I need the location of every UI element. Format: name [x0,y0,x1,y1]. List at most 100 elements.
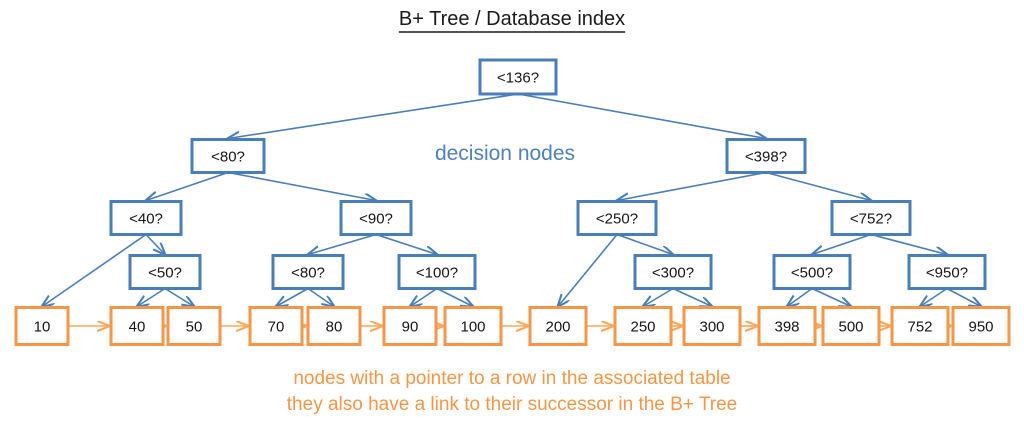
leaf-node-label: 40 [129,319,146,336]
decision-node-label: <250? [596,211,638,228]
tree-edge-100-to-100 [436,287,473,307]
leaf-node-box [613,306,673,346]
leaf-node-300[interactable]: 300 [682,306,742,346]
leaf-node-label: 50 [186,319,203,336]
tree-edge-80-to-80 [307,287,334,307]
leaf-node-label: 950 [968,319,993,336]
tree-edges-layer [42,93,981,307]
leaf-node-10[interactable]: 10 [14,306,70,346]
leaf-node-box [443,306,503,346]
decision-node-box [772,254,852,290]
tree-edge-398-to-250 [617,171,767,201]
tree-edge-40-to-10 [42,233,147,307]
leaf-node-label: 250 [630,319,655,336]
tree-edge-100-to-90 [410,287,438,307]
decision-node-box [907,254,987,290]
decision-node-500[interactable]: <500? [772,254,852,290]
leaf-node-398[interactable]: 398 [757,306,817,346]
leaf-node-label: 300 [699,319,724,336]
decision-node-398[interactable]: <398? [725,138,807,174]
leaf-node-box [757,306,817,346]
decision-node-950[interactable]: <950? [907,254,987,290]
leaf-node-label: 70 [268,319,285,336]
decision-node-300[interactable]: <300? [633,254,713,290]
leaf-node-70[interactable]: 70 [248,306,304,346]
leaf-node-box [14,306,70,346]
leaf-node-label: 500 [838,319,863,336]
leaf-node-box [248,306,304,346]
leaf-node-50[interactable]: 50 [166,306,222,346]
tree-edge-90-to-100 [375,233,437,255]
leaf-node-500[interactable]: 500 [821,306,881,346]
tree-edge-50-to-50 [164,287,194,307]
decision-node-box [478,58,558,96]
leaf-node-box [528,306,588,346]
decision-node-label: <80? [211,149,245,166]
decision-node-label: <90? [359,211,393,228]
tree-edge-80-to-90 [227,171,376,201]
decision-node-label: <752? [850,211,892,228]
leaf-node-label: 200 [545,319,570,336]
leaf-node-752[interactable]: 752 [890,306,950,346]
leaf-node-box [382,306,438,346]
decision-node-box [128,254,202,290]
decision-node-label: <950? [926,265,968,282]
tree-edge-752-to-950 [870,233,947,255]
decision-node-label: <40? [129,211,163,228]
leaf-node-label: 10 [34,319,51,336]
leaf-node-950[interactable]: 950 [951,306,1011,346]
tree-edge-90-to-80 [308,233,377,255]
caption-line-2: they also have a link to their successor… [287,394,737,415]
decision-node-100[interactable]: <100? [397,254,477,290]
tree-edge-80-to-70 [276,287,309,307]
leaf-node-label: 100 [460,319,485,336]
leaf-node-box [166,306,222,346]
decision-node-label: <398? [745,149,787,166]
leaf-node-box [890,306,950,346]
decision-node-box [633,254,713,290]
tree-edge-752-to-500 [812,233,872,255]
leaf-node-label: 90 [402,319,419,336]
leaf-node-box [306,306,362,346]
decision-node-label: <300? [652,265,694,282]
tree-edge-40-to-50 [145,233,165,255]
decision-node-752[interactable]: <752? [830,200,912,236]
leaf-node-box [682,306,742,346]
decision-node-90[interactable]: <90? [339,200,413,236]
tree-edge-50-to-40 [137,287,166,307]
leaf-node-box [821,306,881,346]
leaf-node-80[interactable]: 80 [306,306,362,346]
leaf-node-label: 80 [326,319,343,336]
leaf-node-250[interactable]: 250 [613,306,673,346]
leaf-node-100[interactable]: 100 [443,306,503,346]
leaf-node-90[interactable]: 90 [382,306,438,346]
decision-node-box [576,200,658,236]
leaf-node-40[interactable]: 40 [109,306,165,346]
leaf-node-label: 398 [774,319,799,336]
decision-node-label: <136? [497,70,539,87]
tree-edge-136-to-80 [228,93,519,139]
caption-line-1: nodes with a pointer to a row in the ass… [293,368,730,389]
tree-edge-950-to-950 [946,287,981,307]
tree-edge-300-to-300 [672,287,712,307]
tree-edge-80-to-40 [146,171,229,201]
decision-node-40[interactable]: <40? [109,200,183,236]
tree-edge-250-to-300 [616,233,673,255]
decision-node-label: <50? [148,265,182,282]
tree-edge-250-to-200 [558,233,618,307]
decision-node-box [190,138,266,174]
page-title: B+ Tree / Database index [399,8,625,30]
leaf-nodes-layer: 10 40 50 70 80 90 100 200 250 300 398 500 752 950 [14,306,1011,346]
decision-node-label: <500? [791,265,833,282]
tree-edge-500-to-500 [811,287,851,307]
leaf-node-200[interactable]: 200 [528,306,588,346]
decision-node-136[interactable]: <136? [478,58,558,96]
decision-node-80[interactable]: <80? [190,138,266,174]
decision-node-250[interactable]: <250? [576,200,658,236]
tree-edge-398-to-752 [765,171,871,201]
decision-node-50[interactable]: <50? [128,254,202,290]
tree-edge-950-to-752 [920,287,948,307]
decision-nodes-layer: <136? <80? <398? <40? <90? <250? <752? <50? <80?… [109,58,987,290]
decision-node-80[interactable]: <80? [271,254,345,290]
